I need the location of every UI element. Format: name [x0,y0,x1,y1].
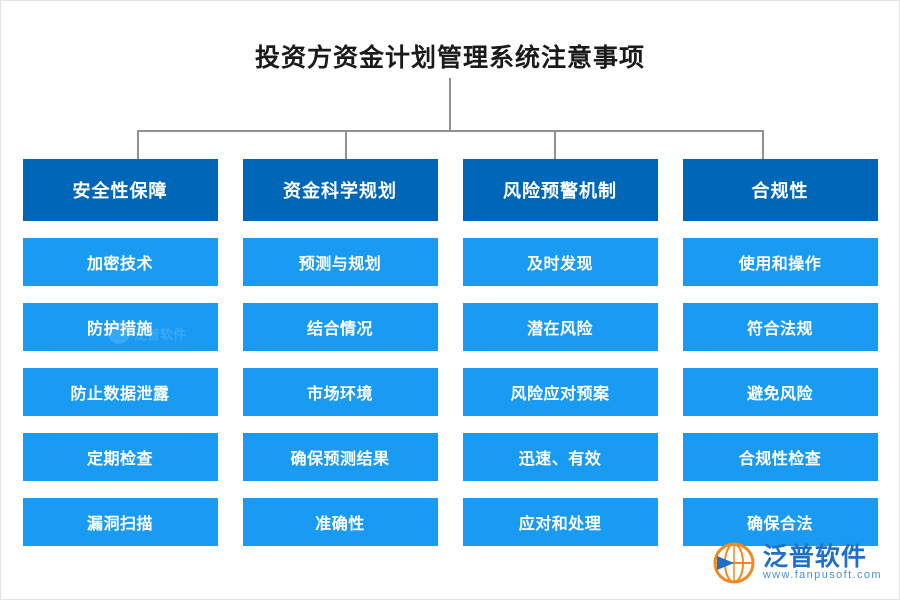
column-3-item-3[interactable]: 风险应对预案 [462,368,658,416]
connector-drop-4 [762,130,764,159]
column-1-item-5[interactable]: 漏洞扫描 [22,498,218,546]
diagram-column-4: 合规性 使用和操作 符合法规 避免风险 合规性检查 确保合法 [682,159,878,546]
column-2-item-1[interactable]: 预测与规划 [242,238,438,286]
brand-globe-icon [713,542,755,584]
column-1-item-2[interactable]: 防护措施 [22,303,218,351]
column-3-item-4[interactable]: 迅速、有效 [462,433,658,481]
column-2-item-3[interactable]: 市场环境 [242,368,438,416]
connector-drop-2 [345,130,347,159]
column-1-item-3[interactable]: 防止数据泄露 [22,368,218,416]
column-3-item-1[interactable]: 及时发现 [462,238,658,286]
column-4-item-1[interactable]: 使用和操作 [682,238,878,286]
diagram-column-2: 资金科学规划 预测与规划 结合情况 市场环境 确保预测结果 准确性 [242,159,438,546]
column-2-item-4[interactable]: 确保预测结果 [242,433,438,481]
column-4-item-3[interactable]: 避免风险 [682,368,878,416]
column-header-4[interactable]: 合规性 [682,159,878,221]
diagram-columns: 安全性保障 加密技术 防护措施 防止数据泄露 定期检查 漏洞扫描 资金科学规划 … [0,159,900,546]
column-4-item-4[interactable]: 合规性检查 [682,433,878,481]
column-1-item-1[interactable]: 加密技术 [22,238,218,286]
brand-name: 泛普软件 [762,543,867,572]
column-header-2[interactable]: 资金科学规划 [242,159,438,221]
column-2-item-5[interactable]: 准确性 [242,498,438,546]
brand-text: 泛普软件 www.fanpusoft.com [763,544,882,582]
column-header-3[interactable]: 风险预警机制 [462,159,658,221]
brand-domain: www.fanpusoft.com [762,569,882,582]
diagram-column-3: 风险预警机制 及时发现 潜在风险 风险应对预案 迅速、有效 应对和处理 [462,159,658,546]
column-3-item-2[interactable]: 潜在风险 [462,303,658,351]
column-header-1[interactable]: 安全性保障 [22,159,218,221]
diagram-column-1: 安全性保障 加密技术 防护措施 防止数据泄露 定期检查 漏洞扫描 [22,159,218,546]
column-3-item-5[interactable]: 应对和处理 [462,498,658,546]
connector-drop-1 [137,130,139,159]
brand-logo: 泛普软件 www.fanpusoft.com [713,542,882,584]
column-4-item-5[interactable]: 确保合法 [682,498,878,546]
connector-trunk [449,78,451,131]
page-title: 投资方资金计划管理系统注意事项 [254,44,645,72]
connector-horizontal [138,130,763,132]
column-4-item-2[interactable]: 符合法规 [682,303,878,351]
column-1-item-4[interactable]: 定期检查 [22,433,218,481]
connector-drop-3 [554,130,556,159]
column-2-item-2[interactable]: 结合情况 [242,303,438,351]
